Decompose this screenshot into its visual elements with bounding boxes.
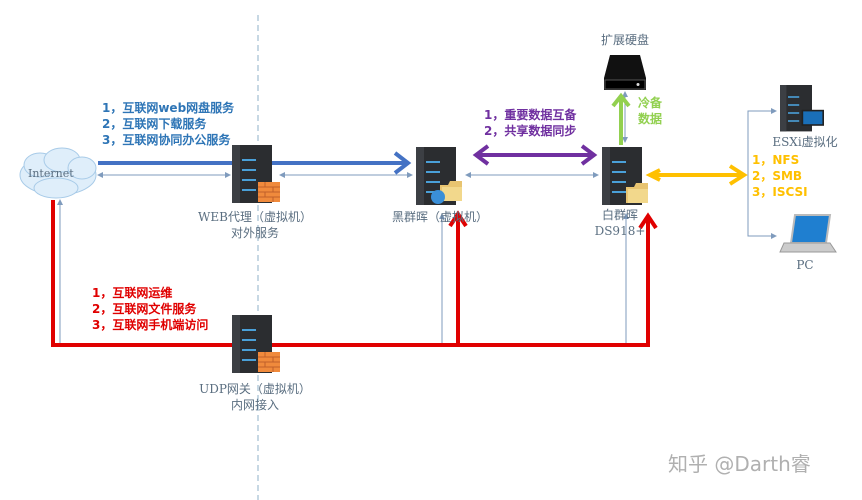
udp-gw-label-1: UDP网关（虚拟机） [199, 382, 311, 396]
black-nas-server-icon [416, 147, 462, 205]
red-arrows [51, 200, 658, 347]
purple-label-1: 1，重要数据互备 [484, 108, 577, 122]
blue-label-2: 2，互联网下载服务 [102, 117, 207, 131]
green-label-1: 冷备 [638, 96, 663, 110]
yellow-label-1: 1，NFS [752, 153, 800, 167]
black-nas-label: 黑群晖（虚拟机） [391, 210, 488, 224]
web-proxy-label-2: 对外服务 [230, 226, 279, 240]
red-label-2: 2，互联网文件服务 [92, 302, 197, 316]
internet-label: Internet [28, 167, 74, 180]
red-label-1: 1，互联网运维 [92, 286, 173, 300]
red-label-3: 3，互联网手机端访问 [92, 318, 209, 332]
web-proxy-label-1: WEB代理（虚拟机） [198, 210, 312, 224]
green-arrow [611, 92, 631, 145]
purple-label-2: 2，共享数据同步 [484, 124, 577, 138]
purple-arrow [472, 144, 598, 166]
esxi-server-icon [780, 85, 825, 132]
watermark: 知乎 @Darth睿 [668, 452, 811, 476]
blue-label-1: 1，互联网web网盘服务 [102, 101, 235, 115]
udp-gw-label-2: 内网接入 [230, 398, 279, 412]
external-disk-icon [604, 55, 646, 90]
internet-cloud-icon [19, 147, 97, 199]
pc-laptop-icon [779, 214, 837, 253]
white-nas-server-icon [602, 147, 648, 205]
white-nas-label-1: 白群晖 [601, 208, 638, 222]
yellow-label-2: 2，SMB [752, 169, 803, 183]
green-label-2: 数据 [638, 112, 663, 126]
yellow-label-3: 3，ISCSI [752, 185, 808, 199]
esxi-label: ESXi虚拟化 [772, 135, 838, 149]
blue-label-3: 3，互联网协同办公服务 [102, 133, 231, 147]
yellow-arrow [645, 164, 748, 186]
white-nas-label-2: DS918+ [594, 224, 646, 238]
pc-label: PC [796, 258, 814, 272]
ext-disk-label: 扩展硬盘 [600, 33, 649, 47]
web-proxy-server-icon [232, 145, 281, 203]
thin-links [57, 91, 777, 345]
